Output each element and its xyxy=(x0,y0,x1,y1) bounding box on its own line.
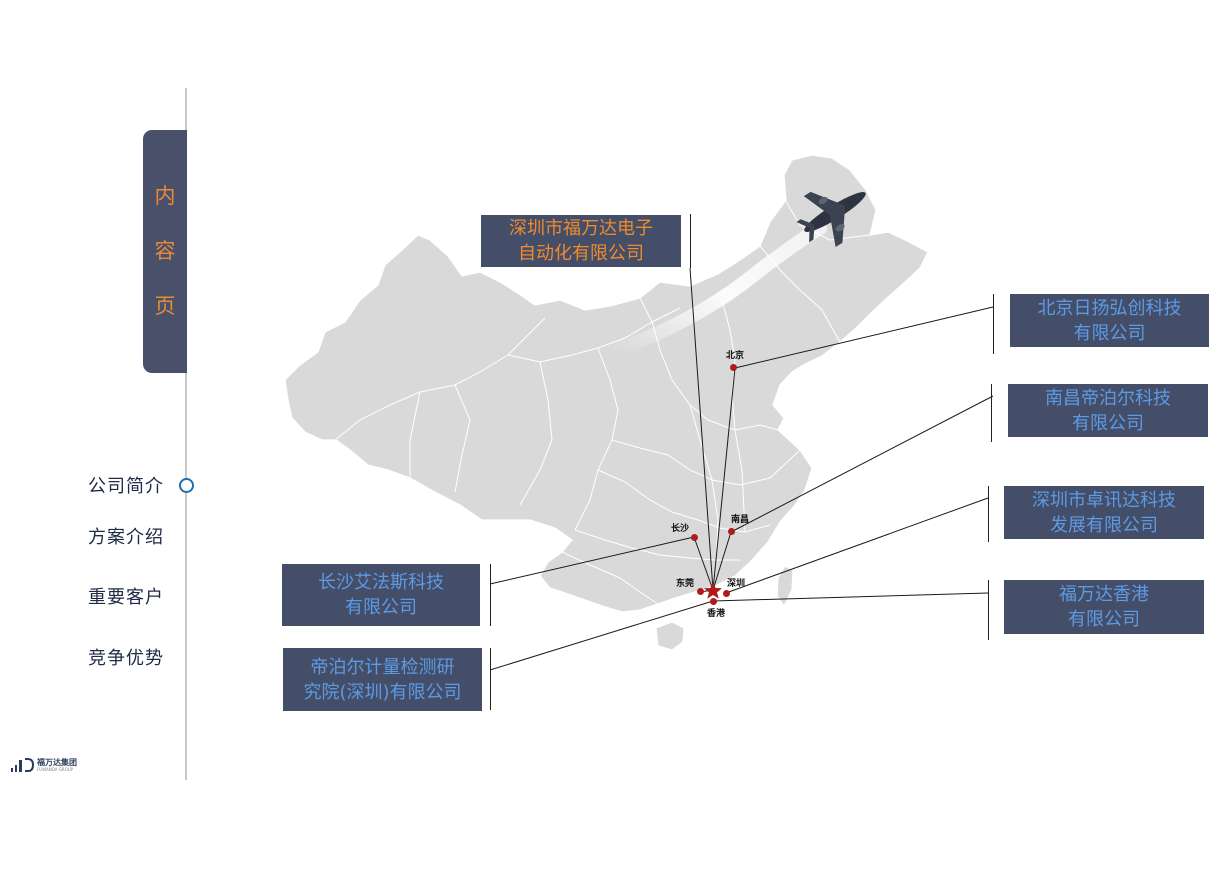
company-box-beijing: 北京日扬弘创科技 有限公司 xyxy=(1010,294,1209,347)
nav-item-advantages[interactable]: 竞争优势 xyxy=(88,648,164,669)
city-dot-changsha xyxy=(691,534,698,541)
box-bracket xyxy=(490,564,491,626)
logo-mark xyxy=(11,758,34,772)
company-name: 福万达香港 有限公司 xyxy=(1059,584,1149,630)
contents-tab-char: 页 xyxy=(154,294,176,318)
box-bracket xyxy=(991,384,992,442)
contrail xyxy=(605,221,827,359)
company-box-dipoer-institute: 帝泊尔计量检测研 究院(深圳)有限公司 xyxy=(283,648,482,711)
contents-tab: 内 容 页 xyxy=(143,130,187,373)
contents-tab-char: 内 xyxy=(154,184,176,208)
box-bracket xyxy=(993,294,994,354)
nav-item-solutions[interactable]: 方案介绍 xyxy=(88,527,164,548)
province-borders xyxy=(334,199,871,605)
box-bracket xyxy=(690,214,691,268)
sidebar-divider xyxy=(185,88,187,780)
company-box-shenzhen-zhuoxunda: 深圳市卓讯达科技 发展有限公司 xyxy=(1004,486,1204,539)
city-dot-dongguan xyxy=(697,588,704,595)
company-name: 南昌帝泊尔科技 有限公司 xyxy=(1045,387,1171,434)
city-label-nanchang: 南昌 xyxy=(731,515,750,525)
city-dot-shenzhen xyxy=(723,590,730,597)
company-box-changsha: 长沙艾法斯科技 有限公司 xyxy=(282,564,480,626)
city-dot-hongkong xyxy=(710,598,717,605)
company-box-nanchang: 南昌帝泊尔科技 有限公司 xyxy=(1008,384,1208,437)
company-name: 深圳市卓讯达科技 发展有限公司 xyxy=(1032,489,1176,536)
box-bracket xyxy=(490,648,491,710)
nav-item-company-intro[interactable]: 公司简介 xyxy=(88,476,164,497)
city-label-beijing: 北京 xyxy=(726,351,745,361)
company-box-hongkong: 福万达香港 有限公司 xyxy=(1004,580,1204,634)
logo-name-en: FUWANDA GROUP xyxy=(37,767,74,772)
company-name: 北京日扬弘创科技 有限公司 xyxy=(1037,297,1182,344)
logo-name-cn: 福万达集团 xyxy=(37,758,77,767)
company-box-hq: 深圳市福万达电子 自动化有限公司 xyxy=(481,215,681,267)
box-bracket xyxy=(988,486,989,542)
star-icon xyxy=(704,582,722,599)
company-logo: 福万达集团 FUWANDA GROUP xyxy=(11,758,77,772)
contents-tab-char: 容 xyxy=(154,239,176,263)
taiwan-shape xyxy=(776,565,794,608)
connector-lines xyxy=(489,267,994,671)
hainan-shape xyxy=(655,621,685,651)
company-name: 深圳市福万达电子 自动化有限公司 xyxy=(509,218,653,264)
city-dot-beijing xyxy=(730,364,737,371)
airplane-icon xyxy=(796,191,866,247)
box-bracket xyxy=(988,580,989,640)
city-label-changsha: 长沙 xyxy=(671,524,690,534)
city-label-hongkong: 香港 xyxy=(707,609,726,619)
city-label-shenzhen: 深圳 xyxy=(727,579,746,589)
company-name: 长沙艾法斯科技 有限公司 xyxy=(318,572,444,618)
company-name: 帝泊尔计量检测研 究院(深圳)有限公司 xyxy=(303,656,462,703)
nav-active-indicator xyxy=(179,478,194,493)
nav-item-key-clients[interactable]: 重要客户 xyxy=(88,587,164,608)
city-dot-nanchang xyxy=(728,528,735,535)
city-label-dongguan: 东莞 xyxy=(676,579,695,589)
